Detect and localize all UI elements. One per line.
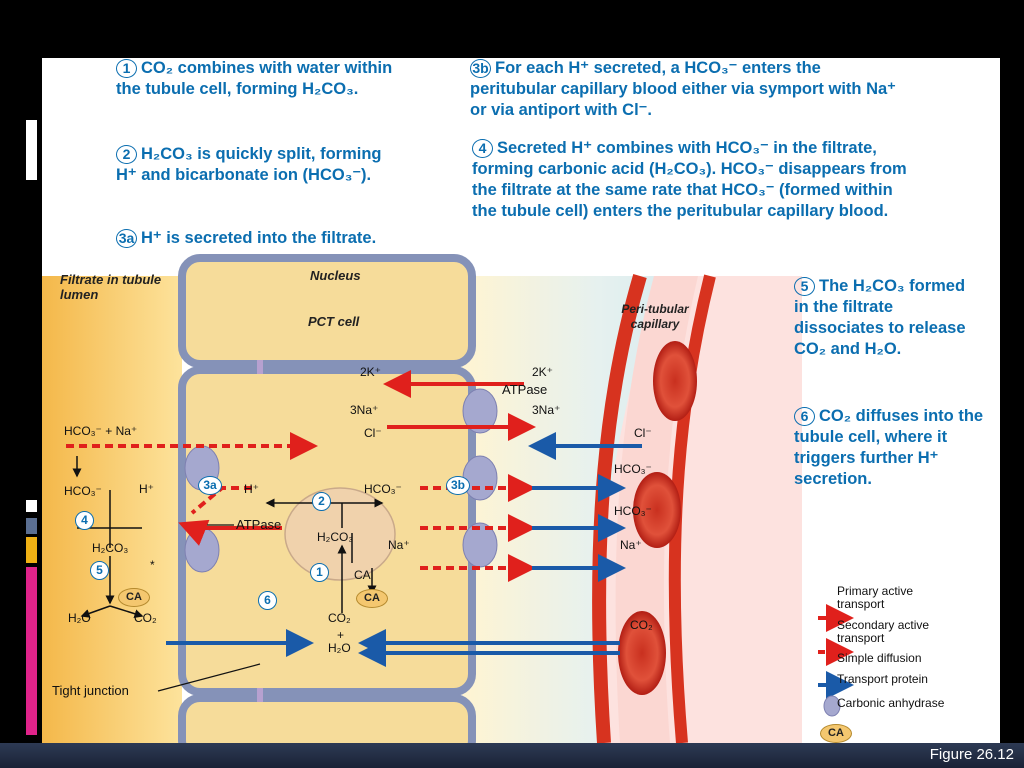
capillary-label: Peri-tubular capillary [621,302,689,331]
diagram-step-2: 2 [312,492,331,511]
filtrate-lumen [42,276,182,743]
h2co3-cell-label: H₂CO₃ [317,530,354,544]
na-blood-label: Na⁺ [620,538,642,552]
na-cell-label: Na⁺ [388,538,410,552]
step-6-text: CO₂ diffuses into the tubule cell, where… [794,407,984,488]
capillary-wall [668,274,716,743]
h2o-lumen-label: H₂O [68,611,91,625]
h-antiport-arrow [190,486,252,515]
tight-junction-label: Tight junction [52,683,129,698]
deco-stripe [26,567,37,735]
h-cell-label: H⁺ [244,482,259,496]
cl-out-label: Cl⁻ [634,426,652,440]
reaction-arrow [109,605,144,619]
junction-marker [257,360,263,374]
step-1-text: CO₂ combines with water within the tubul… [116,59,393,98]
red-blood-cell [633,472,681,548]
hco3-blood-label2: HCO₃⁻ [614,504,652,518]
ca-badge-cell: CA [356,589,388,608]
step-3a-number: 3a [116,229,137,249]
transport-protein [462,388,498,434]
deco-stripe [26,120,37,180]
red-blood-cell [618,611,666,695]
red-blood-cell [653,341,697,421]
plus-label: + [337,628,345,642]
legend-primary: Primary active transport [837,584,914,611]
step-4-number: 4 [472,139,493,159]
step-3a-text: H⁺ is secreted into the filtrate. [141,229,377,247]
co2-cell-label: CO₂ [328,611,351,625]
top-band [42,0,1024,58]
h-atpase-arrow [178,519,282,546]
reaction-arrow [80,605,111,618]
capillary-wall [592,274,647,743]
legend-protein-symbol [823,695,841,717]
k-out-label: 2K⁺ [532,365,554,379]
step-5-number: 5 [794,277,815,297]
step-2-number: 2 [116,145,137,165]
step-4-text: Secreted H⁺ combines with HCO₃⁻ in the f… [472,139,907,220]
co2-blood-label: CO₂ [630,618,653,632]
junction-marker [257,688,263,702]
legend-secondary: Secondary active transport [837,618,930,645]
na-out-label: 3Na⁺ [532,403,561,417]
h-lumen-label: H⁺ [139,482,154,496]
atpase-label: ATPase [502,382,548,397]
filtrate-label: Filtrate in tubule lumen [60,272,162,302]
lower-cell [178,694,476,743]
co2-lumen-label: CO₂ [134,611,157,625]
h-atpase-label: ATPase [236,517,282,532]
pointer-line [157,663,261,692]
pct-cell-label: PCT cell [308,314,360,329]
legend-protein: Transport protein [837,672,928,686]
diagram-step-1: 1 [310,563,329,582]
ca-text-label: CA [354,568,371,582]
diagram-step-3a: 3a [198,476,222,495]
figure-label: Figure 26.12 [929,746,1014,763]
renal-diagram [42,254,854,743]
nucleus-label: Nucleus [310,268,361,283]
nucleus [284,487,396,581]
ca-badge-lumen: CA [118,588,150,607]
cl-in-label: Cl⁻ [364,426,382,440]
diagram-step-3b: 3b [446,476,470,495]
upper-cell [178,254,476,368]
diagram-step-6: 6 [258,591,277,610]
diagram-step-4: 4 [75,511,94,530]
hco3-lumen-label: HCO₃⁻ [64,484,102,498]
diagram-step-5: 5 [90,561,109,580]
na-in-label: 3Na⁺ [350,403,379,417]
transport-protein [462,455,498,501]
legend-diffusion: Simple diffusion [837,651,922,665]
k-in-label: 2K⁺ [360,365,382,379]
legend-ca-symbol: CA [820,724,852,743]
step-1-number: 1 [116,59,137,79]
step-2-text: H₂CO₃ is quickly split, forming H⁺ and b… [116,145,382,184]
hco3-blood-label1: HCO₃⁻ [614,462,652,476]
step-3b-text: For each H⁺ secreted, a HCO₃⁻ enters the… [470,59,896,119]
asterisk-label: * [150,558,155,572]
step-3b-number: 3b [470,59,491,79]
deco-stripe [26,500,37,512]
step-5-text: The H₂CO₃ formed in the filtrate dissoci… [794,277,966,358]
h2co3-lumen-label: H₂CO₃ [92,541,129,555]
deco-stripe [26,537,37,563]
h2o-cell-label: H₂O [328,641,351,655]
hco3-na-label: HCO₃⁻ + Na⁺ [64,424,138,438]
legend-anhydrase: Carbonic anhydrase [837,696,945,710]
bottom-band [0,743,1024,768]
transport-protein [184,527,220,573]
deco-stripe [26,518,37,534]
step-6-number: 6 [794,407,815,427]
hco3-cell-label: HCO₃⁻ [364,482,402,496]
